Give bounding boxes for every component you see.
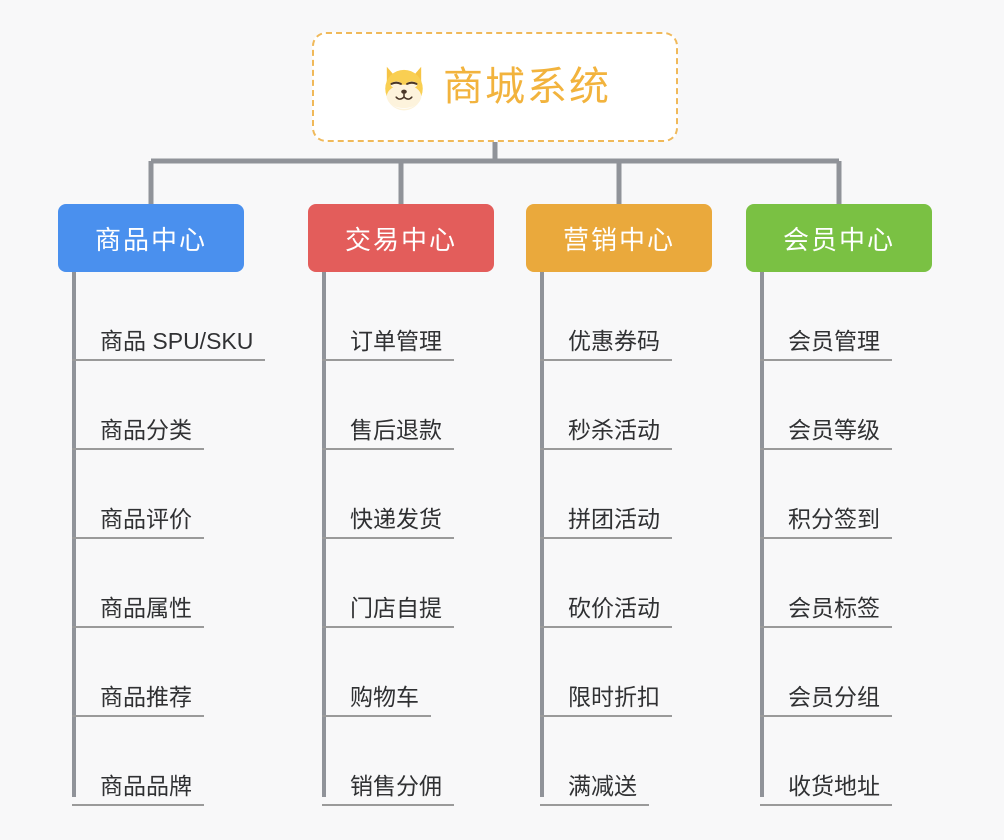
category-label: 会员中心 — [782, 224, 895, 255]
leaf-item[interactable]: 商品属性 — [72, 539, 244, 628]
leaf-item-label: 购物车 — [322, 684, 431, 717]
leaf-item-label: 拼团活动 — [540, 506, 672, 539]
leaf-list: 优惠券码秒杀活动拼团活动砍价活动限时折扣满减送 — [526, 272, 712, 806]
root-title: 商城系统 — [443, 65, 611, 109]
leaf-item-label: 砍价活动 — [540, 595, 672, 628]
leaf-item[interactable]: 会员等级 — [760, 361, 932, 450]
leaf-list: 商品 SPU/SKU 商品分类商品评价商品属性商品推荐商品品牌 — [58, 272, 266, 806]
leaf-item-label: 商品品牌 — [72, 773, 204, 806]
leaf-item-label: 满减送 — [540, 773, 649, 806]
leaf-item-label: 商品 SPU/SKU — [72, 328, 266, 361]
category-label: 商品中心 — [94, 224, 207, 255]
leaf-item[interactable]: 会员管理 — [760, 272, 932, 361]
category-node-2[interactable]: 交易中心 — [308, 204, 494, 272]
branch-column: 交易中心订单管理售后退款快递发货门店自提购物车销售分佣 — [308, 204, 494, 806]
leaf-item[interactable]: 拼团活动 — [540, 450, 712, 539]
leaf-item-label: 商品推荐 — [72, 684, 204, 717]
leaf-item[interactable]: 销售分佣 — [322, 717, 494, 806]
leaf-item[interactable]: 优惠券码 — [540, 272, 712, 361]
leaf-item-label: 销售分佣 — [322, 773, 454, 806]
leaf-item-label: 秒杀活动 — [540, 417, 672, 450]
leaf-item[interactable]: 商品 SPU/SKU — [72, 272, 266, 361]
leaf-item[interactable]: 售后退款 — [322, 361, 494, 450]
leaf-item-label: 积分签到 — [760, 506, 892, 539]
category-node-1[interactable]: 商品中心 — [58, 204, 244, 272]
leaf-item[interactable]: 收货地址 — [760, 717, 932, 806]
root-node[interactable]: 商城系统 — [312, 32, 678, 142]
branch-column: 营销中心优惠券码秒杀活动拼团活动砍价活动限时折扣满减送 — [526, 204, 712, 806]
leaf-item-label: 订单管理 — [322, 328, 454, 361]
leaf-item-label: 会员等级 — [760, 417, 892, 450]
leaf-item-label: 会员管理 — [760, 328, 892, 361]
leaf-list: 订单管理售后退款快递发货门店自提购物车销售分佣 — [308, 272, 494, 806]
leaf-item[interactable]: 商品评价 — [72, 450, 244, 539]
leaf-list: 会员管理会员等级积分签到会员标签会员分组收货地址 — [746, 272, 932, 806]
leaf-item-label: 优惠券码 — [540, 328, 672, 361]
leaf-item-label: 商品分类 — [72, 417, 204, 450]
leaf-item[interactable]: 订单管理 — [322, 272, 494, 361]
leaf-item[interactable]: 门店自提 — [322, 539, 494, 628]
leaf-item-label: 门店自提 — [322, 595, 454, 628]
leaf-item-label: 售后退款 — [322, 417, 454, 450]
category-node-4[interactable]: 会员中心 — [746, 204, 932, 272]
leaf-item[interactable]: 商品分类 — [72, 361, 244, 450]
leaf-item[interactable]: 快递发货 — [322, 450, 494, 539]
leaf-item-label: 会员分组 — [760, 684, 892, 717]
leaf-item-label: 限时折扣 — [540, 684, 672, 717]
leaf-item-label: 收货地址 — [760, 773, 892, 806]
leaf-item[interactable]: 积分签到 — [760, 450, 932, 539]
leaf-item[interactable]: 限时折扣 — [540, 628, 712, 717]
leaf-item[interactable]: 购物车 — [322, 628, 494, 717]
branch-column: 会员中心会员管理会员等级积分签到会员标签会员分组收货地址 — [746, 204, 932, 806]
leaf-item[interactable]: 砍价活动 — [540, 539, 712, 628]
leaf-item[interactable]: 会员标签 — [760, 539, 932, 628]
shiba-dog-icon — [385, 66, 423, 111]
branch-column: 商品中心商品 SPU/SKU 商品分类商品评价商品属性商品推荐商品品牌 — [58, 204, 266, 806]
leaf-item[interactable]: 秒杀活动 — [540, 361, 712, 450]
leaf-item[interactable]: 会员分组 — [760, 628, 932, 717]
leaf-item-label: 商品评价 — [72, 506, 204, 539]
leaf-item-label: 快递发货 — [322, 506, 454, 539]
leaf-item[interactable]: 商品品牌 — [72, 717, 244, 806]
leaf-item-label: 会员标签 — [760, 595, 892, 628]
category-label: 营销中心 — [562, 224, 675, 255]
leaf-item-label: 商品属性 — [72, 595, 204, 628]
leaf-item[interactable]: 满减送 — [540, 717, 712, 806]
category-node-3[interactable]: 营销中心 — [526, 204, 712, 272]
leaf-item[interactable]: 商品推荐 — [72, 628, 244, 717]
category-label: 交易中心 — [344, 224, 457, 255]
